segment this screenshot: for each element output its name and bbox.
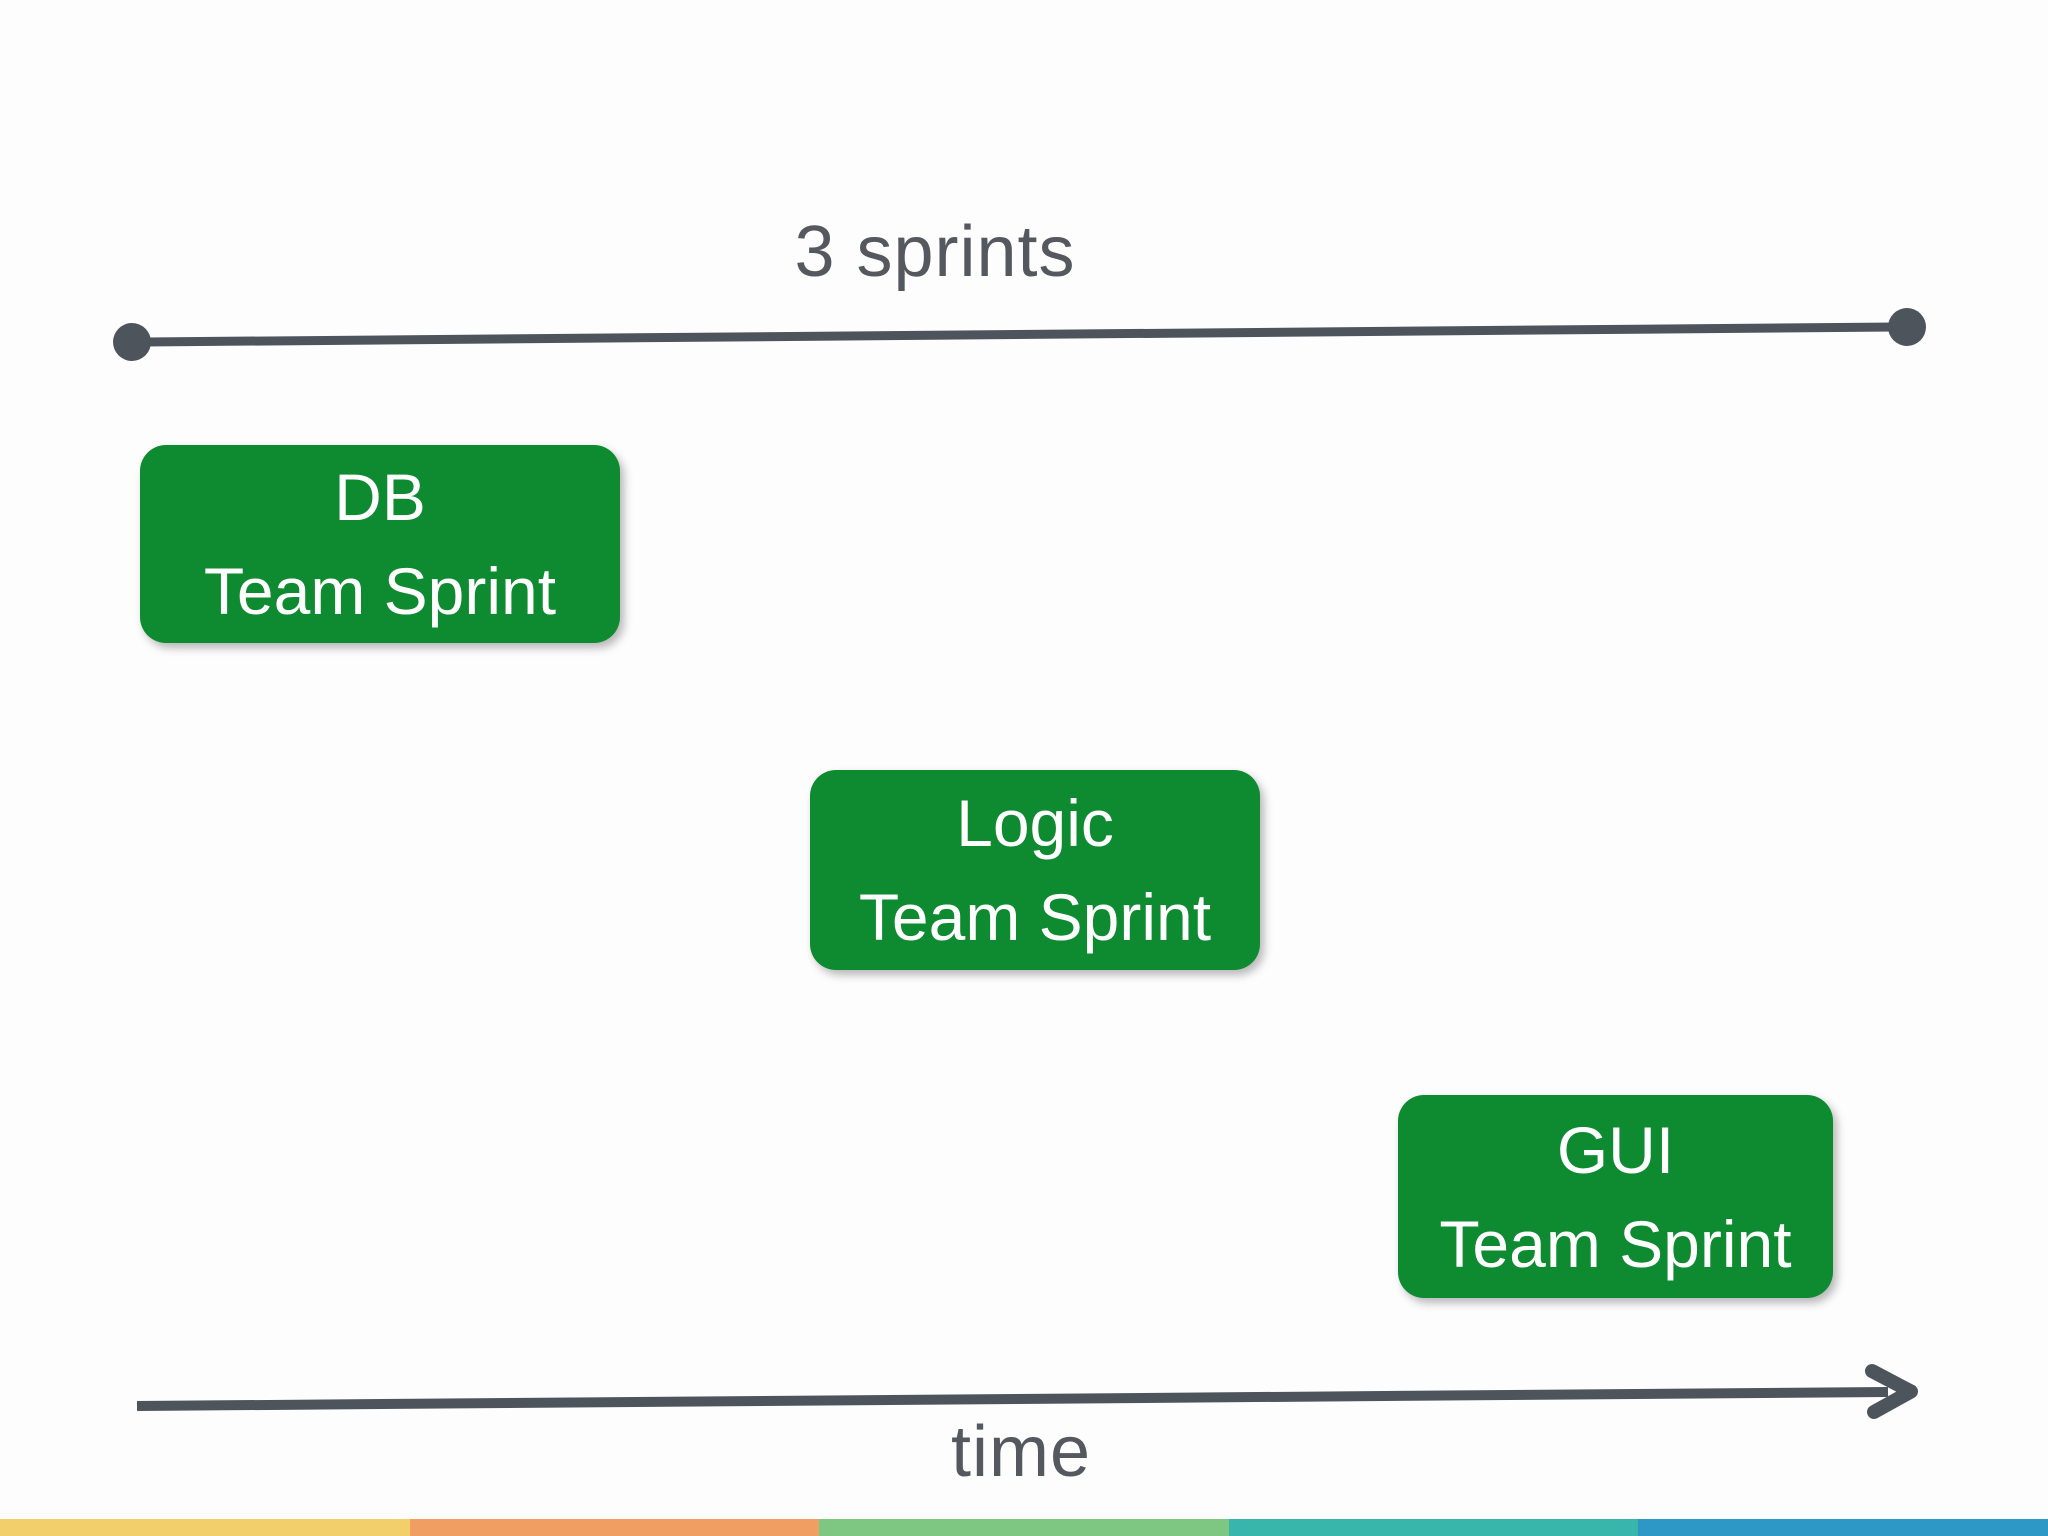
span-start-dot xyxy=(113,323,151,361)
footer-segment xyxy=(409,1519,820,1536)
footer-progress-bar xyxy=(0,1519,2048,1536)
footer-segment xyxy=(1638,1519,2048,1536)
sprint-caption: Team Sprint xyxy=(203,554,557,628)
sprint-team-name: GUI xyxy=(1556,1112,1675,1187)
sprint-box-gui: GUI Team Sprint xyxy=(1398,1095,1833,1298)
footer-segment xyxy=(1228,1519,1639,1536)
sprint-team-name: Logic xyxy=(956,786,1114,860)
sprint-caption: Team Sprint xyxy=(858,880,1212,954)
footer-segment xyxy=(819,1519,1229,1536)
arrowhead-icon xyxy=(1865,1364,1918,1419)
span-line xyxy=(144,322,1896,347)
span-duration-label: 3 sprints xyxy=(794,212,1076,292)
sprint-span-line xyxy=(113,308,1926,361)
sprint-box-logic: Logic Team Sprint xyxy=(810,770,1260,970)
sprint-caption: Team Sprint xyxy=(1439,1206,1792,1281)
footer-segment xyxy=(0,1519,410,1536)
time-axis xyxy=(136,1364,1918,1419)
sprint-team-name: DB xyxy=(334,460,426,534)
span-end-dot xyxy=(1888,308,1926,346)
time-axis-label: time xyxy=(950,1412,1092,1492)
sprint-box-db: DB Team Sprint xyxy=(140,445,620,643)
time-axis-line xyxy=(136,1387,1889,1411)
